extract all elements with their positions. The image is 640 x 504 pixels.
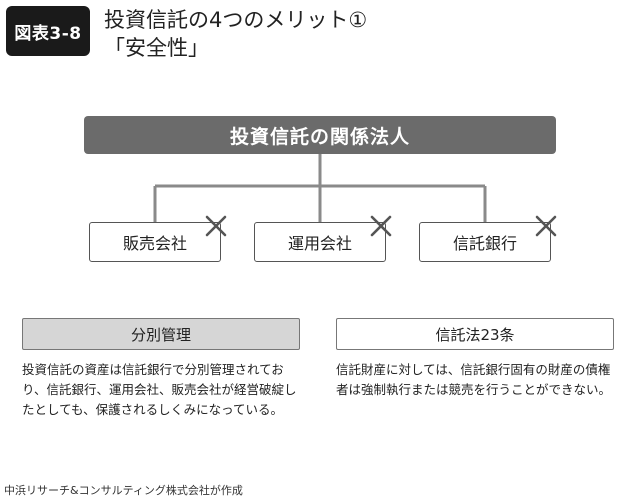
party-node-trust-bank: 信託銀行 <box>419 222 551 262</box>
cross-mark-icon <box>535 215 557 237</box>
source-credit: 中浜リサーチ&コンサルティング株式会社が作成 <box>4 484 243 497</box>
party-label-asset-manager: 運用会社 <box>287 234 352 253</box>
section-heading-segregated-management: 分別管理 <box>22 318 300 350</box>
section-text-segregated-management: 投資信託の資産は信託銀行で分別管理されており、信託銀行、運用会社、販売会社が経営… <box>22 362 297 417</box>
figure-badge: 図表3-8 <box>6 6 90 56</box>
cross-mark-icon <box>205 215 227 237</box>
cross-mark-icon <box>370 215 392 237</box>
party-label-distributor: 販売会社 <box>122 234 187 253</box>
root-node-related-parties: 投資信託の関係法人 <box>84 116 556 154</box>
title-line-2: 「安全性」 <box>104 36 209 60</box>
party-node-distributor: 販売会社 <box>89 222 221 262</box>
section-heading-trust-law-23: 信託法23条 <box>336 318 614 350</box>
section-text-trust-law-23: 信託財産に対しては、信託銀行固有の財産の債権者は強制執行または競売を行うことがで… <box>336 362 612 397</box>
title-line-1: 投資信託の4つのメリット① <box>104 8 368 32</box>
page-title: 投資信託の4つのメリット① 「安全性」 <box>104 6 367 62</box>
party-label-trust-bank: 信託銀行 <box>452 234 517 253</box>
party-node-asset-manager: 運用会社 <box>254 222 386 262</box>
